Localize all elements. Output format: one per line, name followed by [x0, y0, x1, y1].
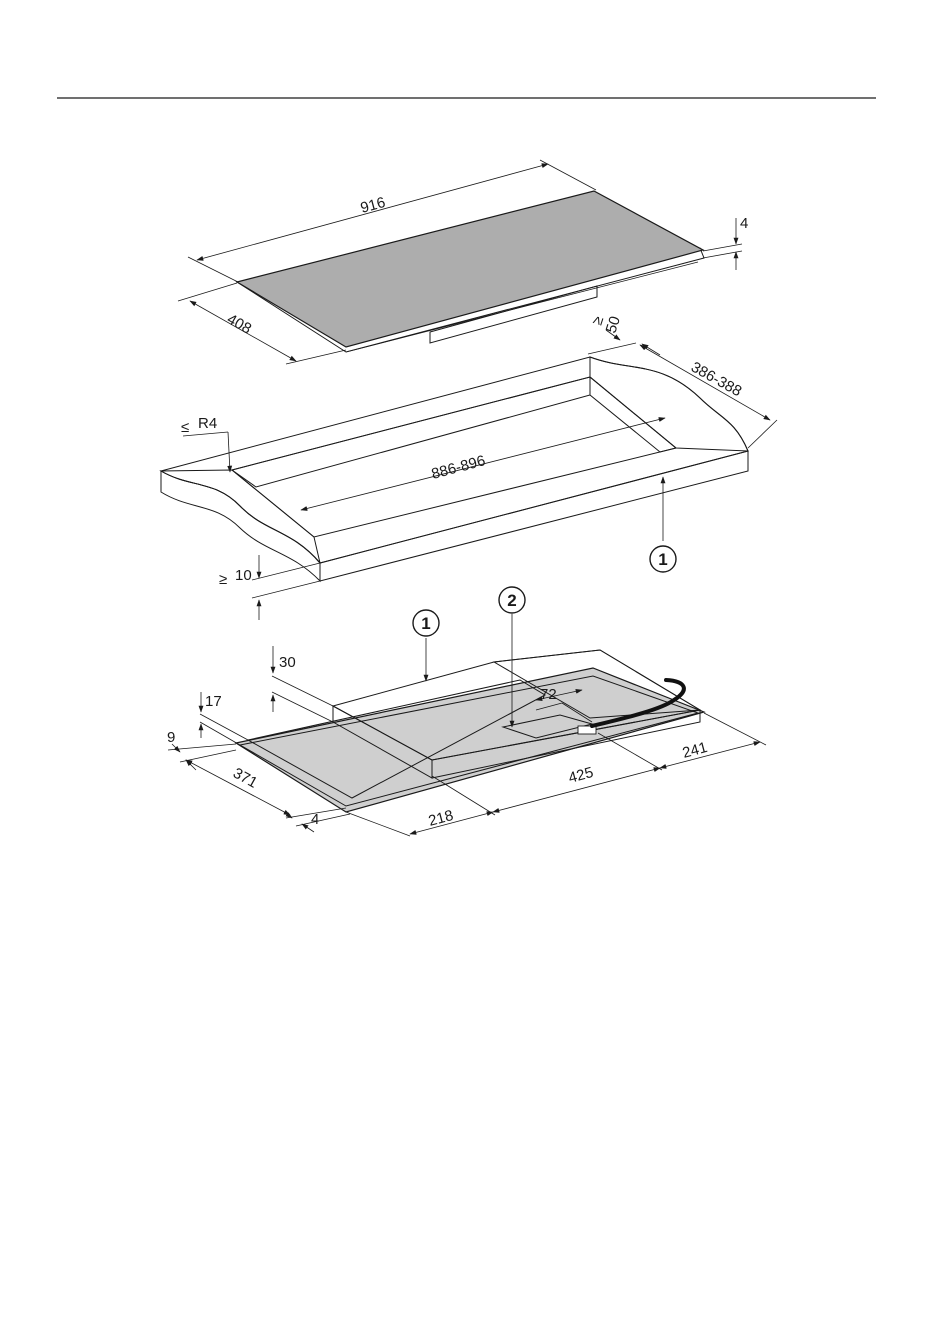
dim-916-label: 916 [359, 194, 388, 217]
dim-408-label: 408 [224, 311, 254, 338]
min-thickness-10-label: 10 [235, 567, 252, 584]
dim-9-label: 9 [167, 729, 175, 746]
dim-218-label: 218 [427, 807, 456, 830]
dim-4-bottom-label: 4 [311, 811, 319, 828]
dim-4-label: 4 [740, 215, 748, 232]
worktop-marker-number: 1 [658, 550, 667, 569]
worktop-cutout: 886-896 ≤ R4 ≥ 50 386-388 ≥ 10 1 [161, 314, 777, 620]
radius-leader [228, 432, 230, 472]
hob-glass-surface [237, 191, 703, 347]
clearance-50-label: 50 [603, 314, 624, 335]
dim-371-label: 371 [230, 765, 260, 792]
min-thickness-ge-symbol: ≥ [219, 571, 227, 588]
dim-line-241 [660, 742, 760, 768]
connection-marker-number: 2 [507, 591, 516, 610]
radius-r4-label: R4 [198, 415, 217, 432]
bottom-worktop-marker-number: 1 [421, 614, 430, 633]
hob-bottom-view: 1 2 72 30 17 9 371 4 [167, 587, 766, 836]
radius-le-symbol: ≤ [181, 419, 189, 436]
dim-425-label: 425 [567, 764, 596, 787]
hob-top-view: 916 408 4 [178, 160, 748, 364]
dim-386-388-label: 386-388 [688, 359, 744, 401]
hob-bottom-frame [236, 668, 704, 812]
worktop-left-cut [161, 471, 320, 581]
worktop-front-face [320, 451, 748, 581]
dim-17-label: 17 [205, 693, 222, 710]
dim-886-896-label: 886-896 [430, 452, 488, 483]
dim-72-label: 72 [540, 686, 557, 703]
dim-241-label: 241 [681, 739, 710, 762]
dim-30-label: 30 [279, 654, 296, 671]
